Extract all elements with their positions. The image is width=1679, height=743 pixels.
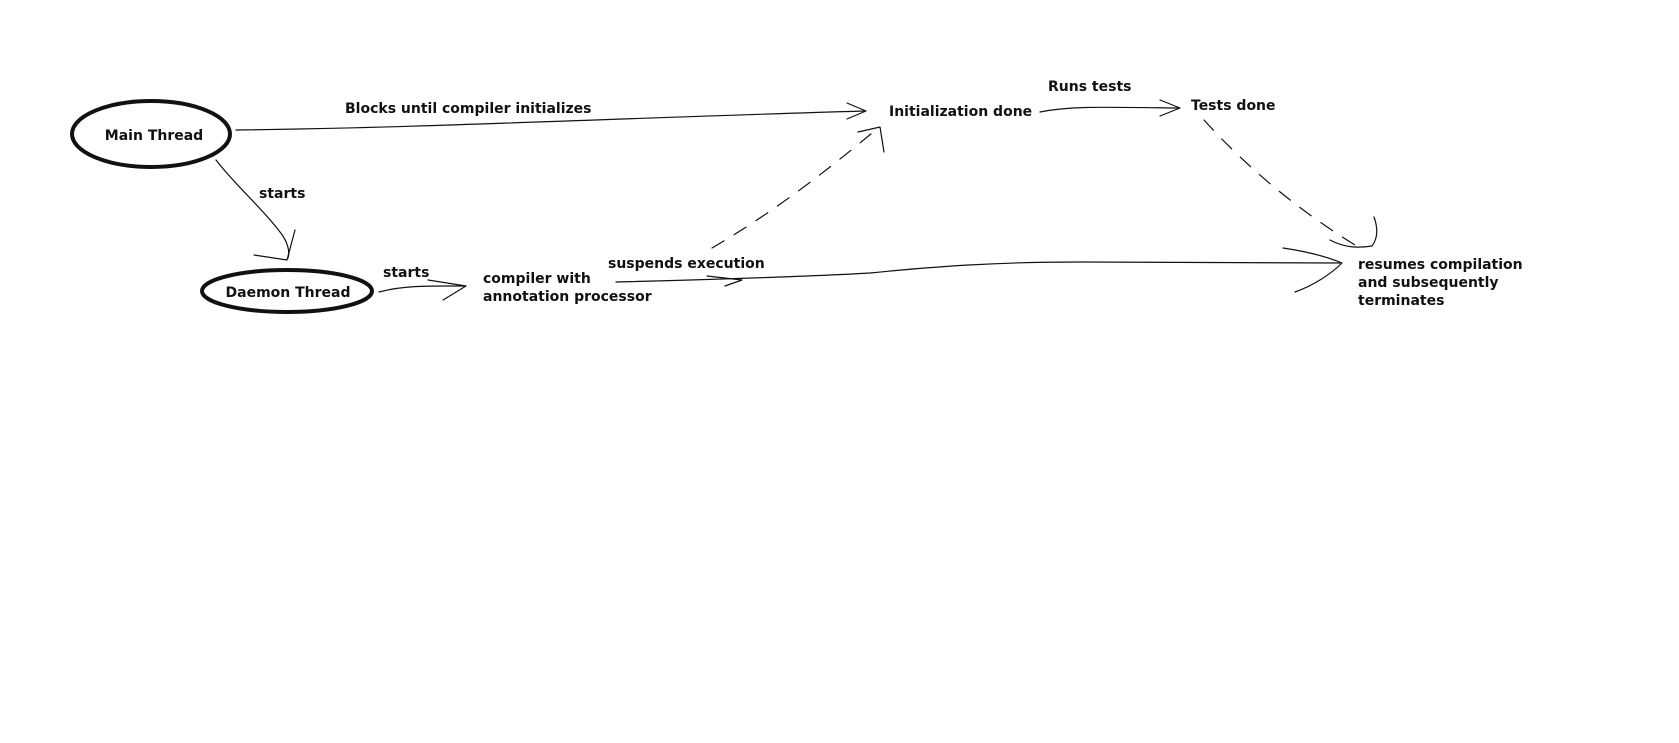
edge-tests-resumes-dashed: [1203, 119, 1378, 248]
edge-blocks-label: Blocks until compiler initializes: [345, 101, 591, 117]
edge-suspends: [615, 247, 1343, 293]
edge-main-starts: [215, 159, 296, 261]
node-resumes-label-line1: resumes compilation: [1358, 257, 1523, 273]
node-main-thread: Main Thread: [70, 99, 232, 169]
edge-suspends-mid-arrowhead: [706, 275, 743, 287]
edge-main-starts-label: starts: [259, 186, 305, 202]
edge-daemon-starts-arrowhead: [427, 279, 467, 301]
node-daemon-thread-ellipse: [200, 268, 374, 314]
edge-runs-tests-line: [1039, 106, 1179, 113]
node-tests-done-label: Tests done: [1191, 98, 1276, 114]
edge-compiler-init-dashed: [711, 126, 885, 249]
edge-compiler-init-dashed-line: [711, 127, 879, 249]
node-resumes-label-line2: and subsequently: [1358, 275, 1499, 291]
node-main-thread-label: Main Thread: [105, 128, 203, 144]
edge-suspends-line: [615, 261, 1341, 283]
node-daemon-thread: Daemon Thread: [200, 268, 374, 314]
edge-main-starts-arrowhead: [253, 229, 296, 261]
edge-compiler-init-arrowhead: [857, 126, 885, 153]
edge-runs-tests-arrowhead: [1159, 99, 1181, 117]
edge-blocks: [235, 102, 867, 131]
edge-daemon-starts-line: [378, 285, 466, 293]
edge-tests-resumes-dashed-line: [1203, 119, 1356, 246]
edge-daemon-starts: [378, 279, 467, 301]
edge-suspends-arrowhead: [1282, 247, 1343, 293]
node-resumes: resumes compilation and subsequently ter…: [1358, 257, 1523, 309]
edge-runs-tests-label: Runs tests: [1048, 79, 1131, 95]
edge-blocks-arrowhead: [846, 102, 867, 120]
edge-tests-resumes-arrowhead: [1329, 216, 1378, 248]
node-resumes-label-line3: terminates: [1358, 293, 1444, 309]
node-main-thread-ellipse: [70, 99, 232, 169]
edge-main-starts-line: [215, 159, 290, 259]
node-daemon-thread-label: Daemon Thread: [226, 285, 351, 301]
edge-runs-tests: [1039, 99, 1181, 117]
node-initialization-done-label: Initialization done: [889, 104, 1032, 120]
node-compiler: compiler with annotation processor: [483, 271, 652, 305]
edge-blocks-line: [235, 110, 866, 131]
edge-daemon-starts-label: starts: [383, 265, 429, 281]
edge-suspends-label: suspends execution: [608, 256, 765, 272]
node-compiler-label-line1: compiler with: [483, 271, 591, 287]
node-compiler-label-line2: annotation processor: [483, 289, 652, 305]
